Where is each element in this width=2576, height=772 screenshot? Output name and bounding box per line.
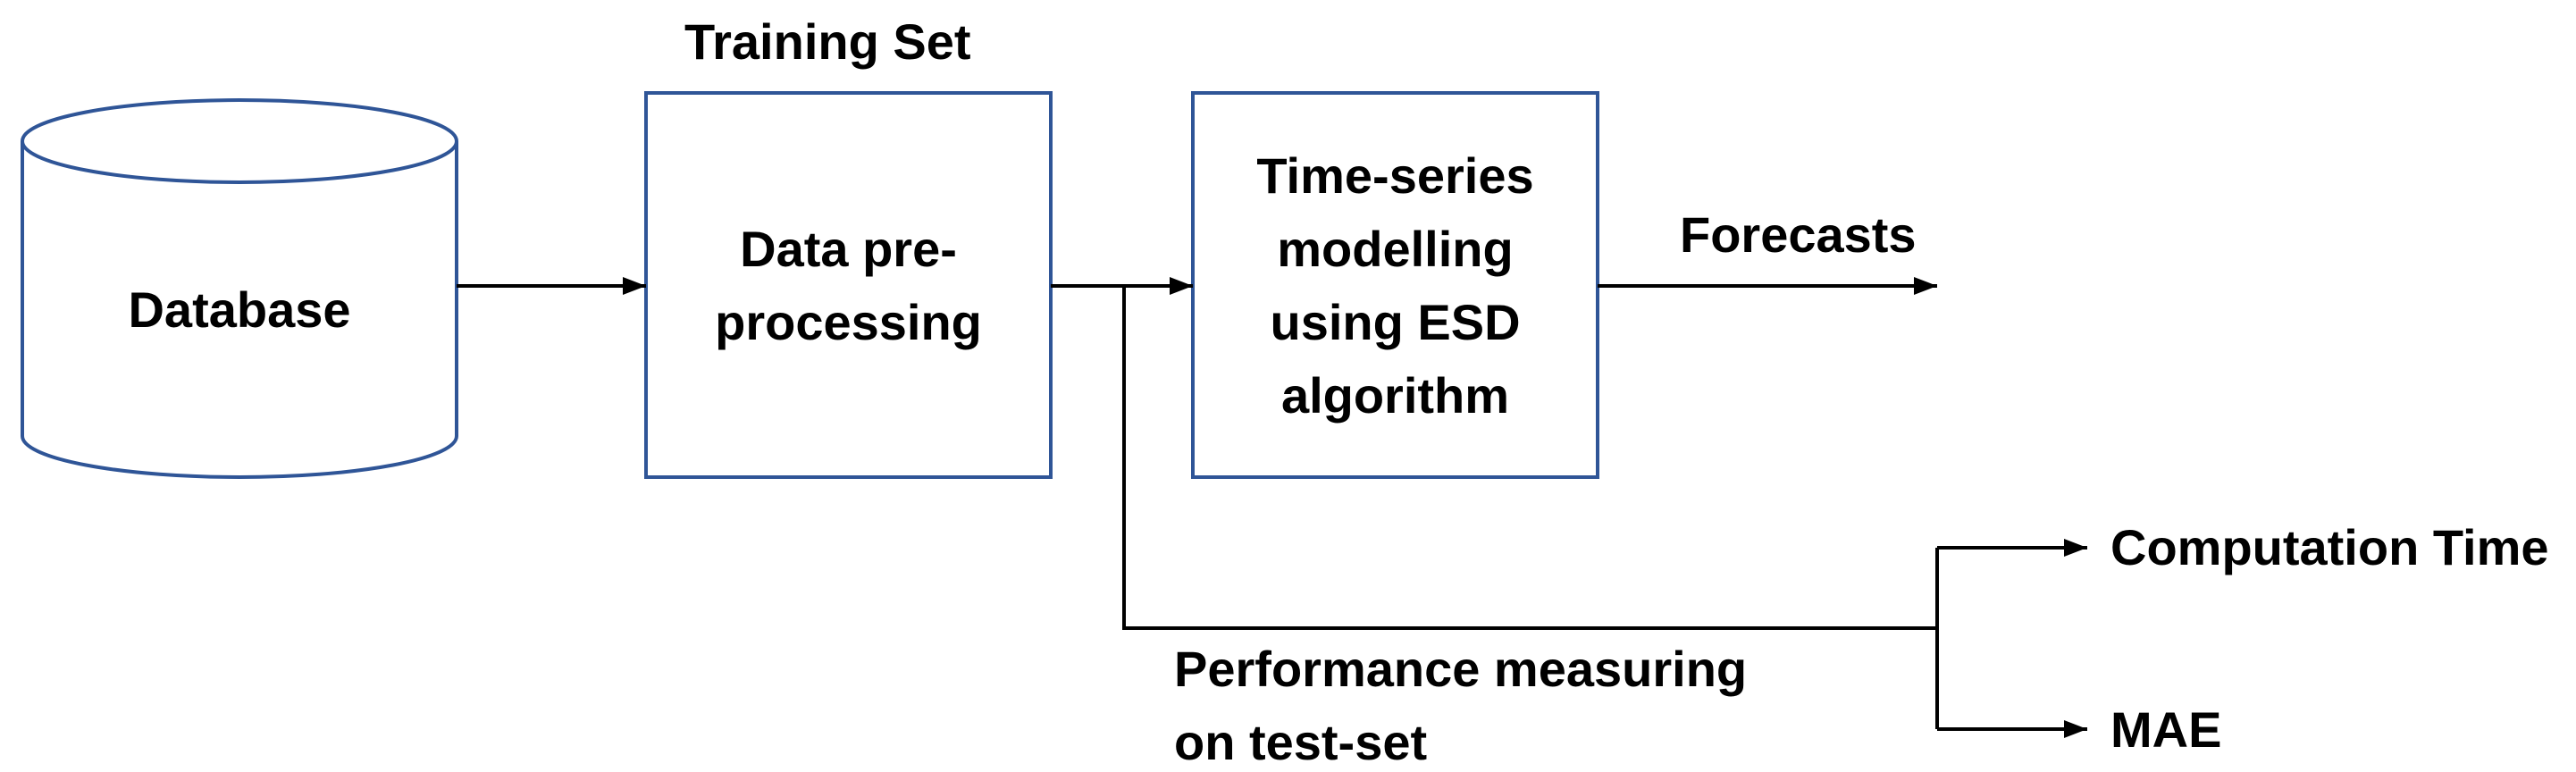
computation-time-label: Computation Time [2110,519,2549,575]
database-cylinder [21,98,458,479]
database-cylinder-top [21,98,458,184]
training-set-label: Training Set [684,13,971,70]
forecasts-label: Forecasts [1680,206,1917,263]
database-label: Database [128,281,351,338]
preprocessing-box [644,91,1053,479]
connector-to-performance [1122,286,1937,630]
preprocessing-label: Data pre- processing [715,221,982,350]
performance-label: Performance measuring on test-set [1174,641,1748,770]
modelling-label: Time-series modelling using ESD algorith… [1256,147,1534,424]
database-cylinder-body [21,141,458,479]
mae-label: MAE [2110,701,2222,758]
